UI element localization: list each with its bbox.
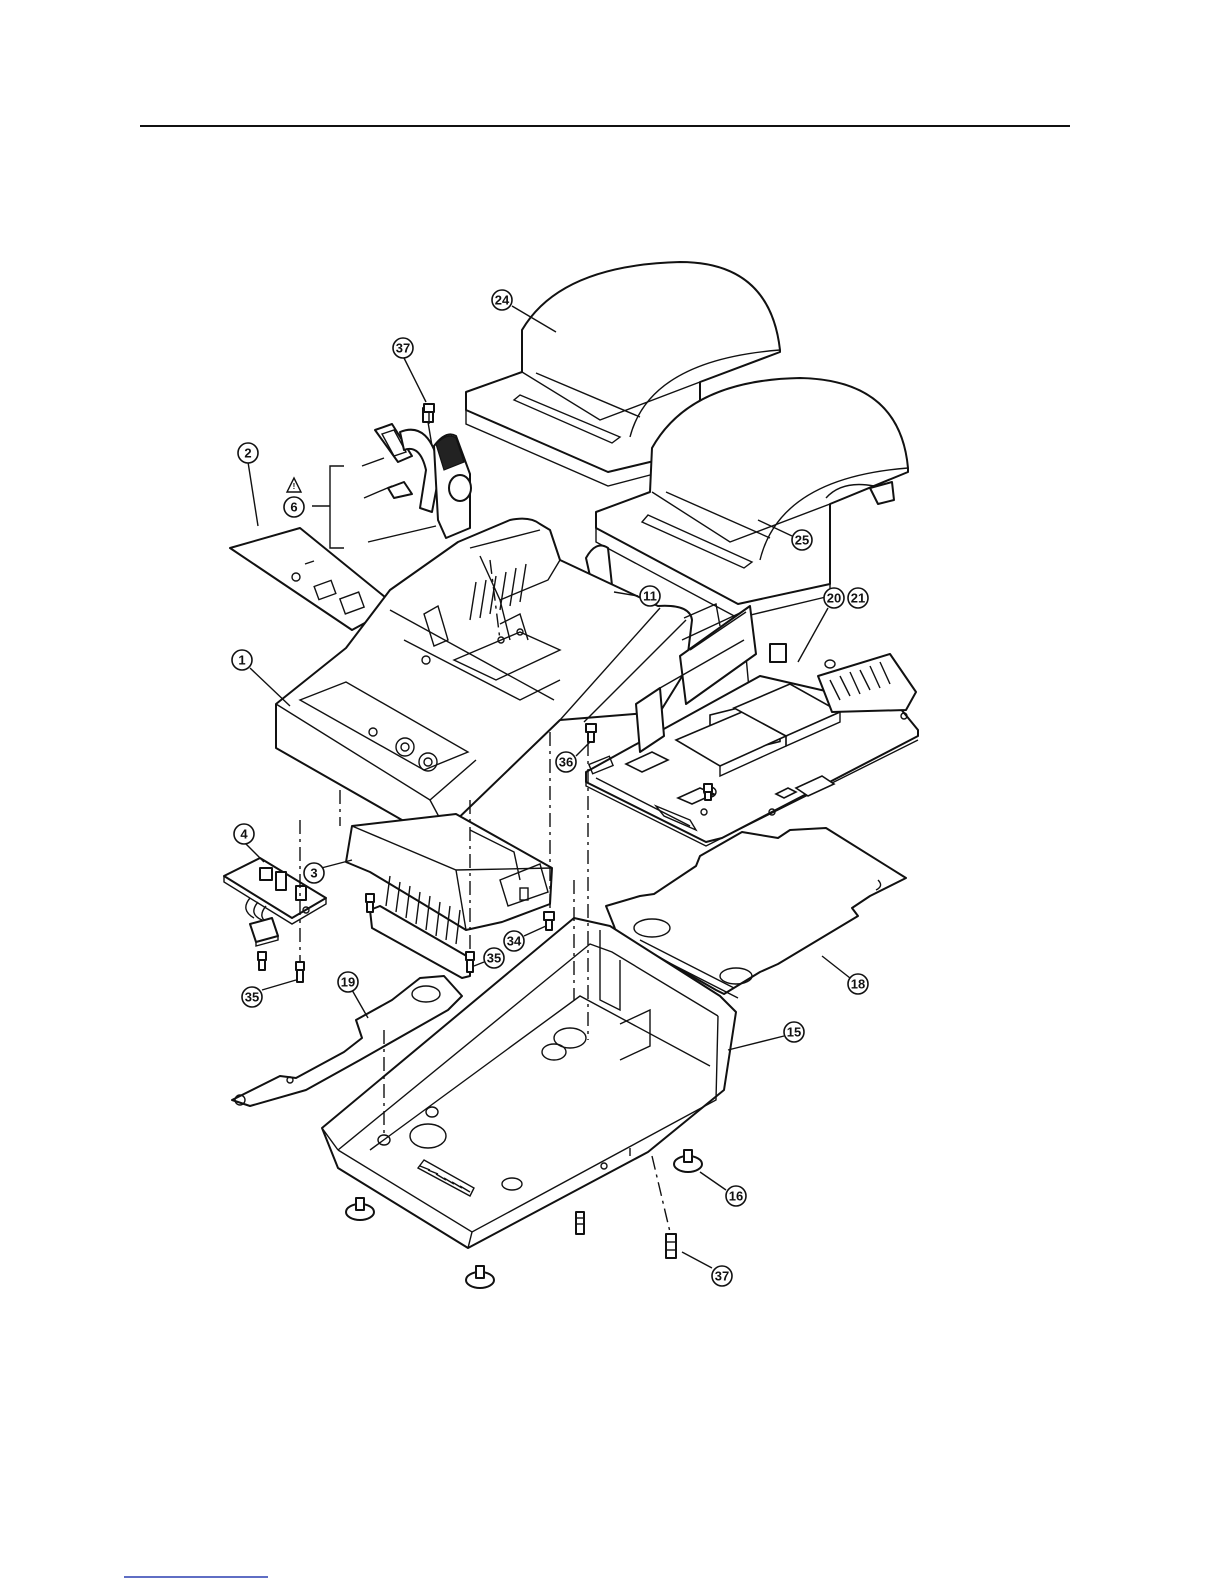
screw-35-a	[466, 952, 474, 972]
svg-text:18: 18	[851, 977, 865, 992]
part-15-lower-case	[322, 918, 736, 1248]
callout-6: 6	[284, 497, 304, 517]
svg-text:35: 35	[245, 990, 259, 1005]
callout-1: 1	[232, 650, 252, 670]
svg-text:35: 35	[487, 951, 501, 966]
svg-text:3: 3	[310, 866, 317, 881]
callout-37-bottom: 37	[712, 1266, 732, 1286]
callout-36: 36	[556, 752, 576, 772]
svg-text:37: 37	[396, 341, 410, 356]
svg-text:37: 37	[715, 1269, 729, 1284]
screw-side	[258, 952, 266, 970]
svg-text:20: 20	[827, 591, 841, 606]
screw-36	[586, 724, 596, 742]
part-6-assembly	[312, 408, 471, 548]
svg-text:!: !	[293, 482, 296, 491]
svg-text:25: 25	[795, 533, 809, 548]
screw-34	[544, 912, 554, 930]
callout-16: 16	[726, 1186, 746, 1206]
callout-20: 20	[824, 588, 844, 608]
svg-text:4: 4	[240, 827, 248, 842]
svg-text:11: 11	[643, 589, 657, 604]
foot-front	[466, 1266, 494, 1288]
callout-18: 18	[848, 974, 868, 994]
callout-19: 19	[338, 972, 358, 992]
callout-24: 24	[492, 290, 512, 310]
svg-text:21: 21	[851, 591, 865, 606]
screw-pcb	[704, 784, 712, 800]
svg-text:34: 34	[507, 934, 522, 949]
screw-bottom	[576, 1212, 584, 1234]
svg-text:2: 2	[244, 446, 251, 461]
svg-text:1: 1	[238, 653, 245, 668]
screw-mech	[366, 894, 374, 912]
svg-text:19: 19	[341, 975, 355, 990]
callout-35-a: 35	[484, 948, 504, 968]
callout-25: 25	[792, 530, 812, 550]
screw-37-bottom	[666, 1234, 676, 1258]
svg-text:24: 24	[495, 293, 510, 308]
svg-text:16: 16	[729, 1189, 743, 1204]
callout-2: 2	[238, 443, 258, 463]
svg-text:6: 6	[290, 500, 297, 515]
svg-text:36: 36	[559, 755, 573, 770]
screw-35-b	[296, 962, 304, 982]
callout-4: 4	[234, 824, 254, 844]
callout-35-b: 35	[242, 987, 262, 1007]
callout-21: 21	[848, 588, 868, 608]
callout-3: 3	[304, 863, 324, 883]
foot-left	[346, 1198, 374, 1220]
svg-text:15: 15	[787, 1025, 801, 1040]
callout-37-top: 37	[393, 338, 413, 358]
part-3-print-mechanism	[346, 814, 552, 978]
callout-11: 11	[640, 586, 660, 606]
foot-16	[674, 1150, 702, 1172]
callout-34: 34	[504, 931, 524, 951]
callout-15: 15	[784, 1022, 804, 1042]
